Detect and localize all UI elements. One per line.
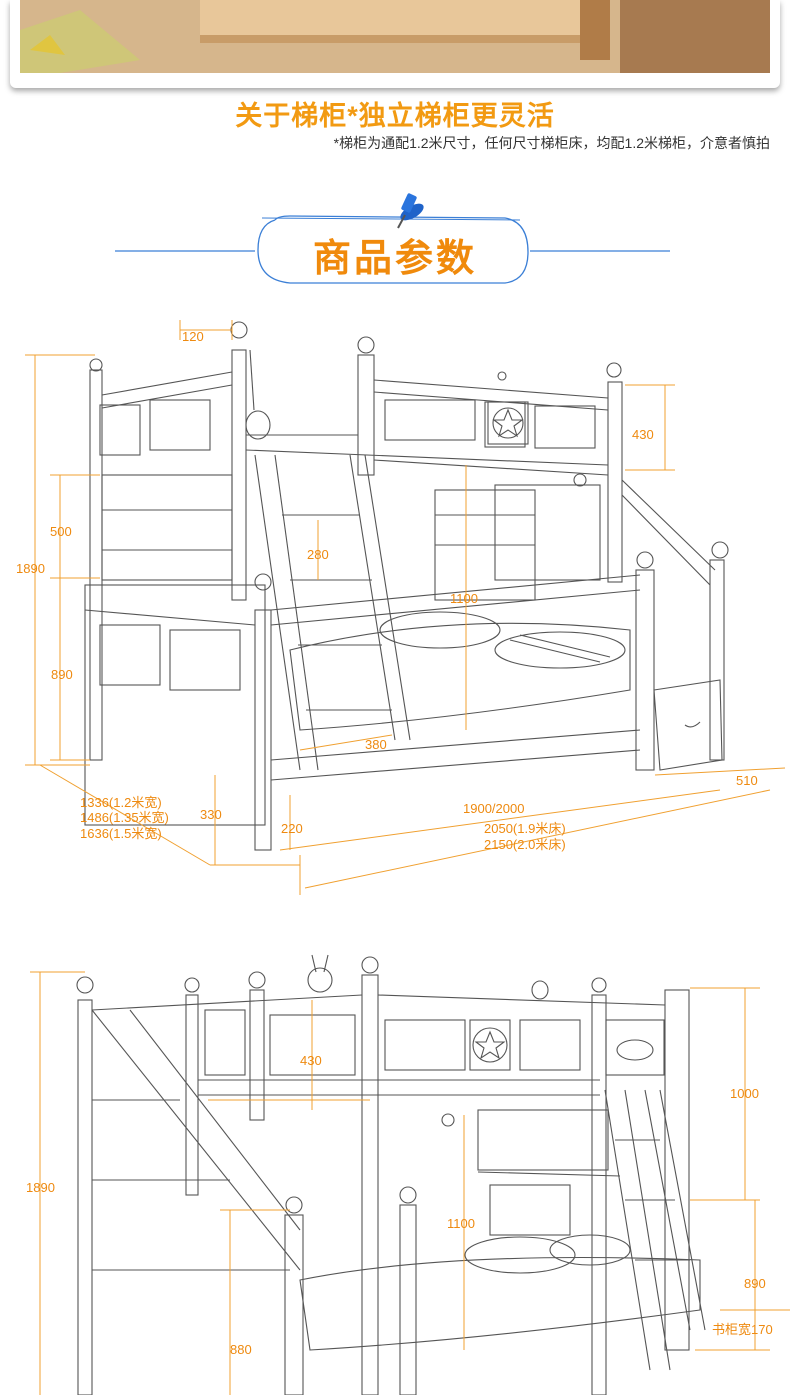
dim-890-rear: 890 bbox=[744, 1276, 766, 1291]
dim-280: 280 bbox=[307, 547, 329, 562]
banner-title: 关于梯柜*独立梯柜更灵活 bbox=[235, 101, 555, 131]
dim-880: 880 bbox=[230, 1342, 252, 1357]
dim-1100-rear: 1100 bbox=[447, 1216, 475, 1231]
dim-width-135: 1486(1.35米宽) bbox=[80, 810, 169, 825]
dim-330: 330 bbox=[200, 807, 222, 822]
dim-380: 380 bbox=[365, 737, 387, 752]
product-photo-frame bbox=[10, 0, 780, 88]
bunk-bed-sketch-rear bbox=[76, 954, 706, 1395]
dim-cabinet-width: 书柜宽170 bbox=[712, 1322, 773, 1337]
push-pin-icon bbox=[397, 193, 424, 229]
photo-content bbox=[20, 0, 770, 73]
dim-1100: 1100 bbox=[450, 591, 478, 606]
banner-note: *梯柜为通配1.2米尺寸，任何尺寸梯柜床，均配1.2米梯柜，介意者慎拍 bbox=[333, 135, 770, 151]
bed-diagram-rear: 1890 430 1000 1100 890 880 书柜宽170 bbox=[26, 954, 790, 1395]
dim-890: 890 bbox=[51, 667, 73, 682]
section-title: 商品参数 bbox=[312, 238, 477, 280]
dim-220: 220 bbox=[281, 821, 303, 836]
dim-width-15: 1636(1.5米宽) bbox=[80, 826, 162, 841]
dimension-labels: 120 430 500 1890 280 1100 890 380 510 13… bbox=[16, 329, 758, 852]
dim-1000: 1000 bbox=[730, 1086, 759, 1101]
dim-430-rear: 430 bbox=[300, 1053, 322, 1068]
dimension-labels-rear: 1890 430 1000 1100 890 880 书柜宽170 bbox=[26, 1053, 773, 1357]
dimension-lines-rear bbox=[30, 971, 790, 1395]
dim-120: 120 bbox=[182, 329, 204, 344]
dim-430: 430 bbox=[632, 427, 654, 442]
dim-510: 510 bbox=[736, 773, 758, 788]
dim-1890: 1890 bbox=[16, 561, 45, 576]
dim-length-20: 2150(2.0米床) bbox=[484, 837, 566, 852]
product-photo bbox=[20, 0, 770, 73]
dimension-lines bbox=[25, 320, 786, 895]
section-header-decoration bbox=[115, 193, 670, 284]
dim-500: 500 bbox=[50, 524, 72, 539]
dim-length: 1900/2000 bbox=[463, 801, 524, 816]
dim-length-19: 2050(1.9米床) bbox=[484, 821, 566, 836]
dim-1890-rear: 1890 bbox=[26, 1180, 55, 1195]
bed-diagram-front: 120 430 500 1890 280 1100 890 380 510 13… bbox=[16, 320, 786, 895]
bunk-bed-sketch bbox=[84, 321, 729, 851]
dim-width-12: 1336(1.2米宽) bbox=[80, 795, 162, 810]
